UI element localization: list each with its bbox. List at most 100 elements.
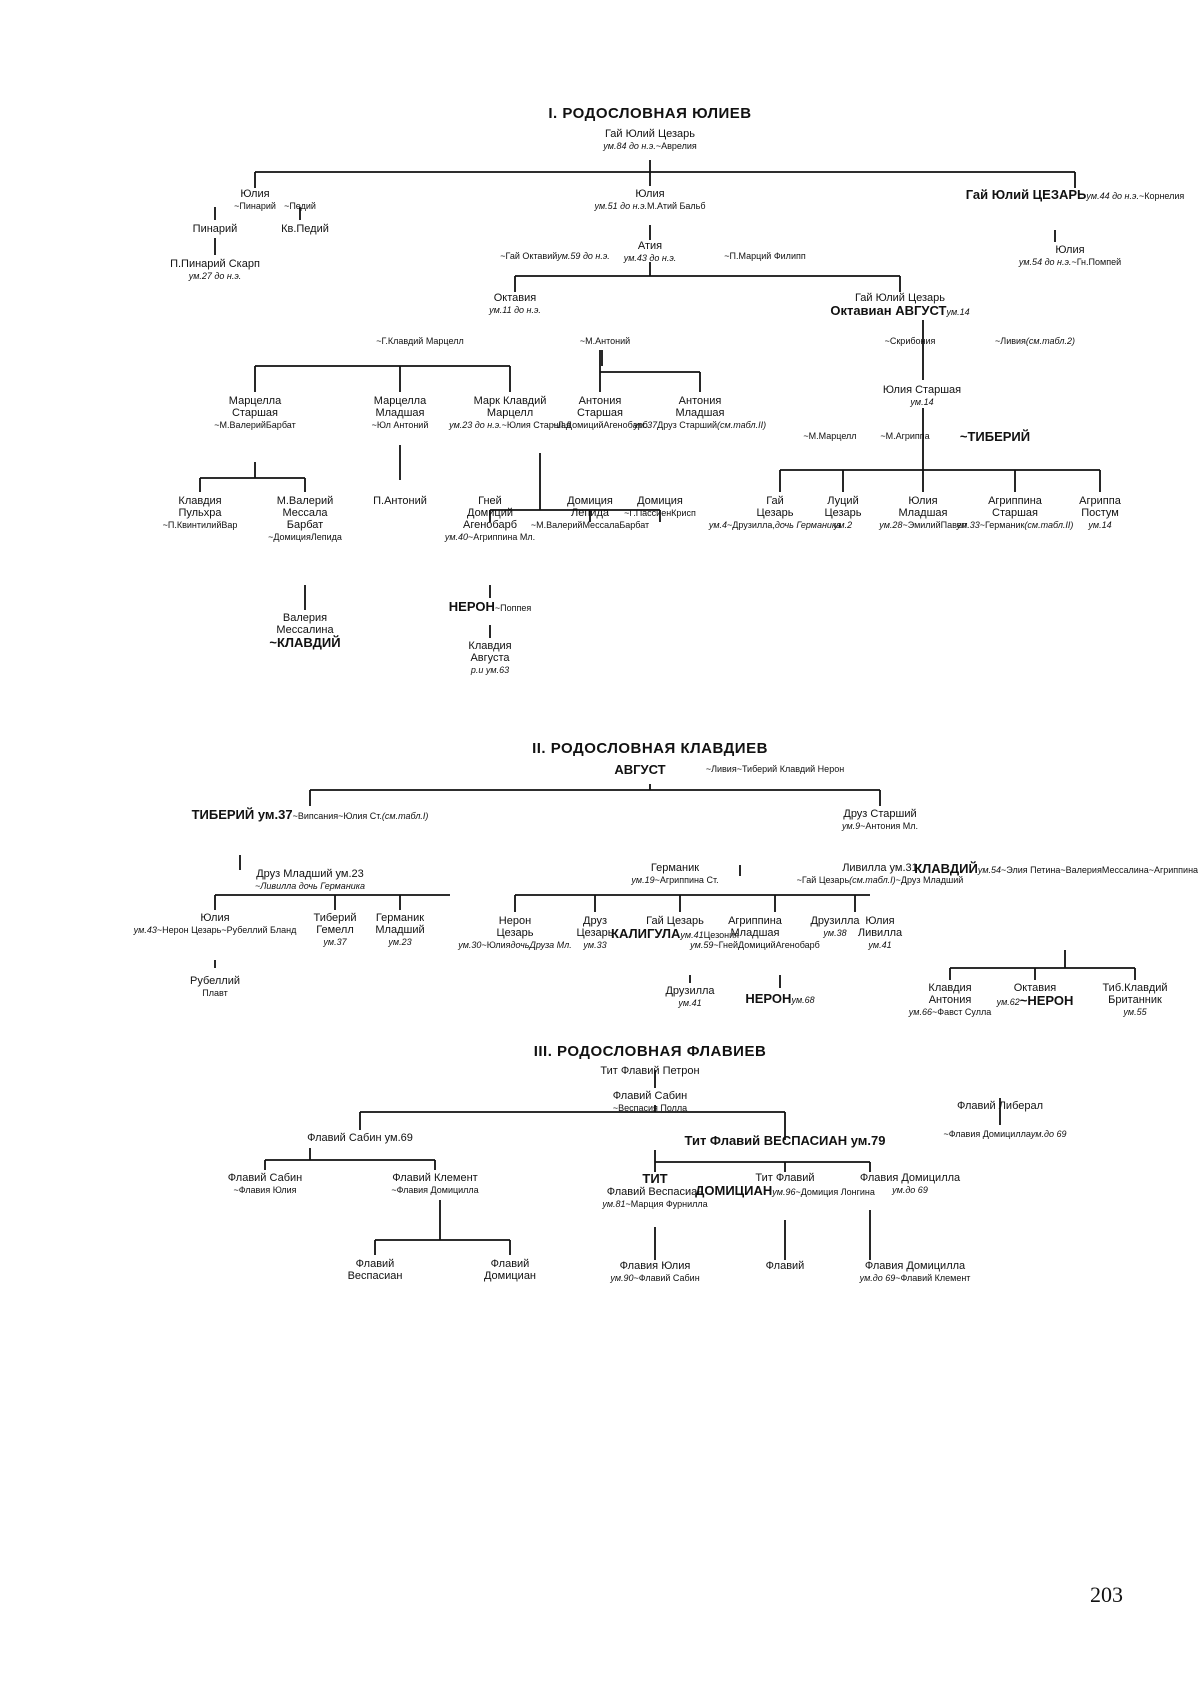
person-node-line: Тит Флавий Петрон (600, 1065, 699, 1077)
person-node: ~М.Антоний (580, 335, 630, 347)
person-node: ГнейДомицийАгенобарбум.40~Агриппина Мл. (445, 495, 535, 543)
person-node-line: Мессала (268, 507, 342, 519)
person-node: Флавий (766, 1260, 805, 1272)
person-node-line: ~М.Антоний (580, 336, 630, 346)
person-node-line: ум.55 (1123, 1007, 1146, 1017)
person-node-line: Тиб.Клавдий (1102, 982, 1167, 994)
person-node-line: Цезарь (458, 927, 571, 939)
person-node-line: (см.табл.II) (717, 420, 766, 430)
person-node-line: Друз (576, 915, 613, 927)
person-node-line: ~П.Квинтилий (163, 520, 222, 530)
person-node: ~Ливия(см.табл.2) (995, 335, 1075, 347)
person-node-line: ум.68 (791, 995, 814, 1005)
person-node-line: Юлия (1019, 244, 1121, 256)
person-node-line: Тиберий (313, 912, 356, 924)
person-node-line: ум.41 (868, 940, 891, 950)
person-node-line: Марцелла (372, 395, 429, 407)
person-node: АВГУСТ (614, 763, 665, 777)
person-node: Юлияум.43~Нерон Цезарь~Рубеллий Бланд (134, 912, 297, 936)
person-node-line: Домиций (738, 940, 776, 950)
person-node-line: ум.30 (458, 940, 481, 950)
person-node-line: ~ТИБЕРИЙ (960, 429, 1030, 444)
person-node-line: Плавт (202, 988, 227, 998)
person-node: Германикум.19~Агриппина Ст. (631, 862, 718, 886)
person-node: ФлавийДомициан (484, 1258, 536, 1282)
person-node-line: Германик (375, 912, 424, 924)
person-node-line: Крисп (671, 508, 696, 518)
person-node-line: Флавий Либерал (957, 1100, 1043, 1112)
person-node-line: Валерия (269, 612, 340, 624)
person-node-line: Юлия (234, 188, 276, 200)
person-node: КЛАВДИЙум.54~Элия Петина~ВалерияМессалин… (914, 862, 1200, 876)
person-node-line: Домициан (484, 1270, 536, 1282)
person-node-line: ТИТ (642, 1171, 667, 1186)
person-node: Флавий Клемент ~Флавия Домицилла (391, 1172, 478, 1196)
person-node-line: ~Корнелия (1139, 191, 1184, 201)
person-node-line: Гай (709, 495, 841, 507)
person-node: АгриппинаМладшаяум.59~ГнейДомицийАгеноба… (690, 915, 820, 951)
person-node-line: ум.14 (946, 307, 969, 317)
person-node: АгриппаПостумум.14 (1079, 495, 1121, 531)
person-node-line: ум.90 (610, 1273, 633, 1283)
person-node-line: Флавий Сабин (613, 1090, 687, 1102)
person-node-line: Вар (221, 520, 237, 530)
person-node-line: Гней (445, 495, 535, 507)
person-node: Тит Флавий Петрон (600, 1065, 699, 1077)
person-node: Друзиллаум.41 (665, 985, 714, 1009)
person-node: ~Педий (284, 200, 316, 212)
person-node-line: Британник (1102, 994, 1167, 1006)
person-node-line: ~Флавия Домицилла (943, 1129, 1030, 1139)
person-node: ~М.Агриппа (880, 430, 929, 442)
person-node: Гай Юлий ЦЕЗАРЬум.44 до н.э.~Корнелия (966, 188, 1185, 202)
person-node-line: Постум (1079, 507, 1121, 519)
person-node-line: ум.до 69 (1031, 1129, 1067, 1139)
person-node-line: ум.до 69 (860, 1273, 896, 1283)
person-node-line: Друз Старший (657, 420, 717, 430)
person-node-line: ум.51 до н.э. (594, 201, 647, 211)
person-node: Октавияум.11 до н.э. (489, 292, 541, 316)
person-node: Друзиллаум.38 (810, 915, 859, 939)
person-node-line: Веспасиан (348, 1270, 403, 1282)
person-node-line: Агриппина (957, 495, 1074, 507)
person-node-line: Младшая (879, 507, 966, 519)
person-node-line: Пульхра (163, 507, 238, 519)
person-node-line: Агриппа (1079, 495, 1121, 507)
person-node-line: ~Гней (713, 940, 738, 950)
person-node-line: ум.33 (957, 520, 980, 530)
person-node-line: ~Л.Домиций (552, 420, 603, 430)
person-node-line: ~Гай Цезарь (797, 875, 849, 885)
person-node: ~П.Марций Филипп (724, 250, 805, 262)
person-node-line: Домиция (624, 495, 696, 507)
person-node-line: Цезарь (824, 507, 861, 519)
person-node: Тиб.КлавдийБританникум.55 (1102, 982, 1167, 1018)
person-node-line: ~М.Марцелл (803, 431, 856, 441)
person-node-line: ~Агриппина Мл. (468, 532, 535, 542)
person-node-line: ум.44 до н.э. (1086, 191, 1139, 201)
person-node-line: Антония (909, 994, 991, 1006)
person-node-line: Флавий Сабин ум.69 (307, 1132, 413, 1144)
person-node: Флавий Сабин ум.69 (307, 1132, 413, 1144)
person-node-line: Друз Старший (842, 808, 918, 820)
person-node-line: ~Юлия Ст. (338, 811, 382, 821)
person-node: ~Скрибония (885, 335, 936, 347)
person-node-line: ~Педий (284, 201, 316, 211)
section-title-flavii: III. РОДОСЛОВНАЯ ФЛАВИЕВ (534, 1043, 767, 1060)
person-node: НЕРОН~Поппея (449, 600, 531, 614)
person-node-line: ум.19 (631, 875, 654, 885)
section-title-julii: I. РОДОСЛОВНАЯ ЮЛИЕВ (548, 105, 751, 122)
person-node-line: ~Флавий Сабин (634, 1273, 700, 1283)
person-node: ~Флавия Домициллаум.до 69 (943, 1128, 1066, 1140)
person-node-line: Кв.Педий (281, 223, 329, 235)
person-node-line: ум.62 (997, 997, 1020, 1007)
person-node: НЕРОНум.68 (745, 992, 814, 1006)
person-node: Юлияум.54 до н.э.~Гн.Помпей (1019, 244, 1121, 268)
person-node: Друз Младший ум.23~Ливилла дочь Германик… (255, 868, 365, 892)
person-node-line: ум.28 (879, 520, 902, 530)
person-node-line: Октавиан АВГУСТ (830, 303, 946, 318)
person-node-line: ~Нерон Цезарь (157, 925, 222, 935)
person-node-line: Младшая (372, 407, 429, 419)
person-node-line: ~Випсания (293, 811, 339, 821)
person-node: ЮлияЛивиллаум.41 (858, 915, 902, 951)
person-node: МарцеллаМладшая~Юл Антоний (372, 395, 429, 431)
person-node-line: ум.84 до н.э. (603, 141, 656, 151)
